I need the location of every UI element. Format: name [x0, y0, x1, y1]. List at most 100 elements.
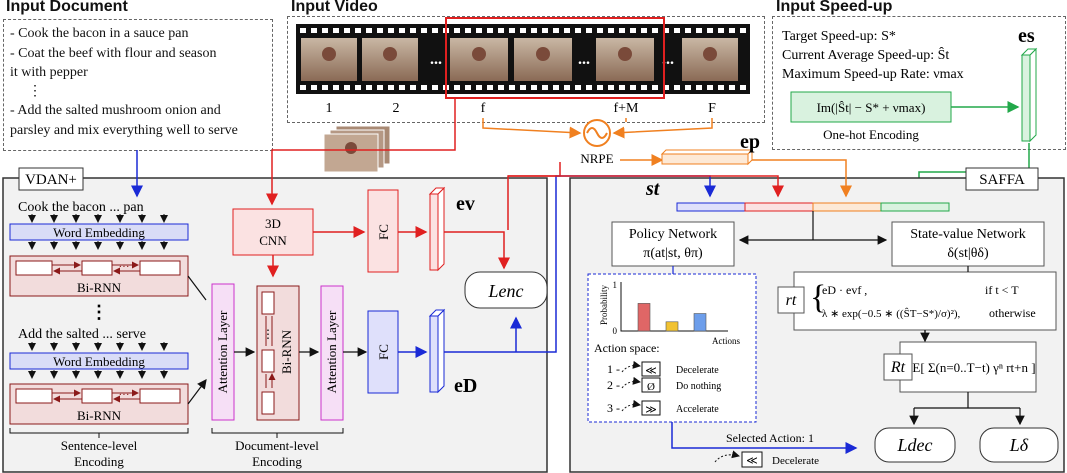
svg-text:...: ... — [578, 51, 590, 68]
doc-line-3: it with pepper — [10, 65, 88, 80]
clip-stack — [323, 125, 391, 173]
frame-F — [682, 38, 738, 81]
word-embedding-2 — [9, 352, 189, 370]
frame-label-F: F — [708, 101, 716, 116]
input-document-title: Input Document — [6, 0, 128, 15]
cnn-line-1: 3D — [265, 216, 281, 231]
speedup-line-1: Target Speed-up: S* — [782, 29, 896, 44]
frame-f2 — [514, 38, 572, 81]
word-embedding-1 — [9, 223, 189, 241]
svg-text:...: ... — [430, 51, 442, 68]
actions-axis: Actions — [712, 336, 740, 346]
speedup-line-2: Current Average Speed-up: Ŝt — [782, 46, 949, 63]
action-3: 3 - ≫ Accelerate — [607, 399, 719, 416]
input-speedup-box — [772, 16, 1066, 150]
value-network — [891, 221, 1045, 267]
reward-cond-2: otherwise — [989, 306, 1036, 320]
frame-f — [450, 38, 508, 81]
action-1-num: 1 - — [607, 362, 620, 376]
reward-label-box — [777, 286, 805, 314]
frame-label-fM: f+M — [613, 101, 639, 116]
fc-doc-label: FC — [376, 344, 391, 360]
onehot-caption: One-hot Encoding — [823, 127, 919, 142]
action-2-glyph: Ø — [647, 381, 655, 393]
action-panel — [587, 273, 757, 423]
action-1-glyph: ≪ — [645, 365, 657, 377]
action-2-name: Do nothing — [676, 381, 721, 392]
document-caption-1: Document-level — [235, 438, 319, 453]
loss-delta-label: Lδ — [1009, 435, 1029, 455]
ev-vector — [428, 186, 446, 272]
sentence-caption-1: Sentence-level — [61, 438, 138, 453]
frame-label-f: f — [481, 101, 486, 116]
nrpe-label: NRPE — [580, 151, 613, 166]
attention-layer-2 — [320, 285, 344, 421]
action-3-glyph: ≫ — [645, 404, 657, 416]
svg-text:···: ··· — [119, 389, 130, 401]
doc-ellipsis: ⋮ — [28, 84, 42, 99]
value-title: State-value Network — [910, 227, 1025, 242]
loss-delta — [979, 427, 1059, 463]
sentence-2: Add the salted ... serve — [18, 327, 146, 342]
action-2-num: 2 - — [607, 378, 620, 392]
prob-axis: Probability — [599, 285, 609, 325]
loss-enc-label: Lenc — [488, 281, 524, 301]
prob-bar-1 — [637, 303, 651, 332]
return-label: Rt — [890, 359, 906, 376]
action-3-num: 3 - — [607, 401, 620, 415]
word-embedding-1-label: Word Embedding — [53, 225, 145, 240]
frame-1 — [301, 38, 357, 81]
prob-bar-3 — [693, 313, 707, 332]
film-strip: ... ... ... — [296, 17, 750, 99]
es-label: es — [1018, 25, 1035, 47]
onehot-box — [790, 91, 952, 123]
st-label: st — [645, 178, 661, 200]
nrpe-node — [583, 119, 611, 147]
return-formula: E[ Σ(n=0..T−t) γⁿ rt+n ] — [912, 360, 1035, 375]
reward-box — [793, 271, 1057, 331]
reward-label: rt — [786, 292, 797, 309]
action-1: 1 - ≪ Decelerate — [607, 360, 719, 377]
ed-label: eD — [454, 375, 477, 397]
action-2: 2 - Ø Do nothing — [607, 376, 721, 393]
saffa-label: SAFFA — [979, 172, 1025, 188]
ep-vector — [660, 148, 754, 166]
sentence-caption-2: Encoding — [74, 454, 124, 469]
loss-dec — [874, 427, 956, 463]
input-document-box — [3, 19, 273, 151]
cnn-3d — [232, 208, 314, 256]
document-caption-2: Encoding — [252, 454, 302, 469]
frame-label-2: 2 — [393, 101, 400, 116]
ytick-1: 1 — [613, 280, 618, 290]
vdan-label-box — [18, 167, 84, 191]
ed-vector — [428, 308, 446, 394]
doc-birnn-label: Bi-RNN — [279, 329, 294, 374]
selected-window — [445, 17, 665, 99]
reward-case-2: λ ∗ exp(−0.5 ∗ ((ŜT−S*)/σ)²), — [822, 308, 961, 320]
state-vector — [676, 202, 950, 212]
svg-text:{: { — [810, 279, 826, 316]
frame-label-1: 1 — [326, 101, 333, 116]
svg-text:···: ··· — [119, 261, 130, 273]
attention-layer-2-label: Attention Layer — [324, 310, 339, 393]
reward-cond-1: if t < T — [985, 283, 1019, 297]
reward-case-1: eD · evf , — [822, 283, 867, 297]
svg-text:⋮: ⋮ — [262, 327, 274, 341]
doc-line-2: - Coat the beef with flour and season — [10, 46, 217, 61]
ev-label: ev — [456, 193, 475, 215]
selected-glyph: ≪ — [746, 455, 758, 467]
vdan-label: VDAN+ — [25, 172, 77, 188]
attention-layer-1-label: Attention Layer — [215, 310, 230, 393]
fc-video-label: FC — [376, 224, 391, 240]
input-video-box — [287, 16, 765, 123]
es-vector — [1020, 47, 1038, 143]
return-label-box — [883, 353, 913, 381]
policy-formula: π(at|st, θπ) — [643, 246, 703, 261]
svg-text:⋮: ⋮ — [90, 302, 108, 322]
saffa-label-box — [965, 167, 1039, 191]
birnn-1-label: Bi-RNN — [77, 280, 122, 295]
value-formula: δ(st|θδ) — [947, 246, 989, 261]
birnn-2-label: Bi-RNN — [77, 408, 122, 423]
word-embedding-2-label: Word Embedding — [53, 354, 145, 369]
sentence-1: Cook the bacon ... pan — [18, 200, 144, 215]
